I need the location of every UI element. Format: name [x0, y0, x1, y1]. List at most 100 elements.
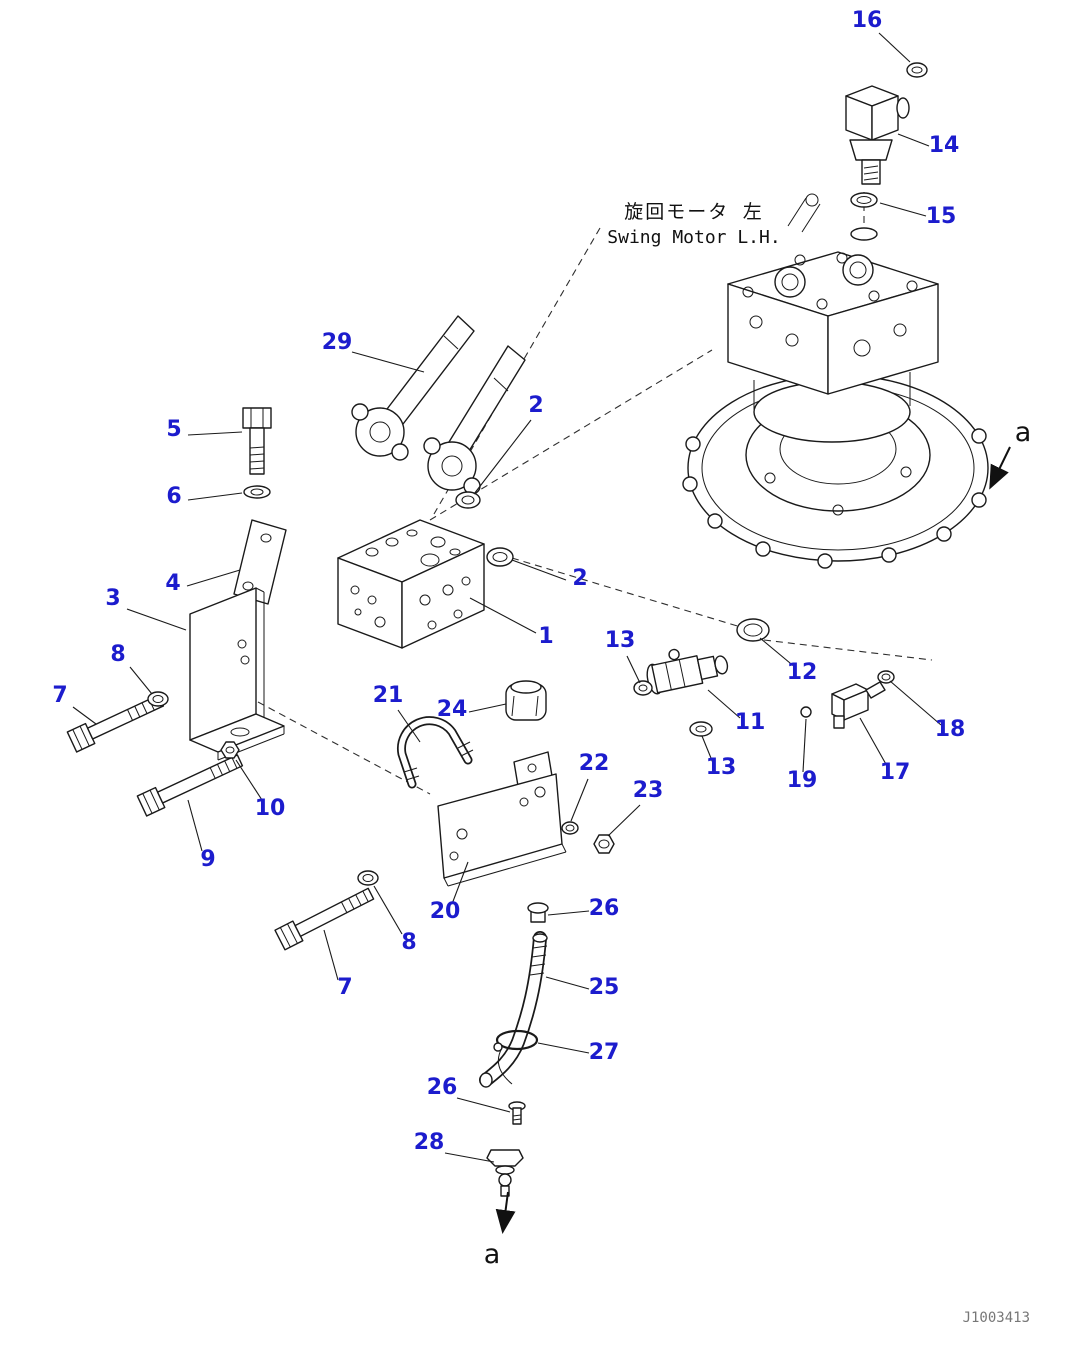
leader-line-2: [511, 559, 567, 581]
leader-line-29: [351, 351, 425, 373]
leader-line-16: [878, 32, 911, 63]
leader-line-27: [537, 1042, 590, 1054]
callout-7[interactable]: 7: [337, 975, 352, 1000]
bolt-9: [136, 754, 244, 817]
callout-25[interactable]: 25: [589, 975, 620, 1000]
callout-12[interactable]: 12: [787, 660, 818, 685]
bracket-3: [189, 587, 285, 761]
o-ring-12: [736, 618, 770, 642]
diagram-title-english: Swing Motor L.H.: [607, 227, 780, 248]
clamp-27: [493, 1029, 539, 1085]
callout-27[interactable]: 27: [589, 1040, 620, 1065]
swing-motor: [682, 193, 989, 569]
leader-line-6: [187, 492, 243, 501]
section-arrow: [495, 1191, 516, 1234]
leader-line-25: [545, 976, 590, 990]
callout-26[interactable]: 26: [427, 1075, 458, 1100]
callout-11[interactable]: 11: [735, 710, 766, 735]
plug-19: [800, 706, 812, 718]
washer-22: [561, 821, 579, 835]
leader-line-20: [451, 861, 469, 905]
nut-23: [593, 834, 615, 854]
leader-line-4: [186, 569, 241, 587]
motor-port-boss: [850, 227, 878, 241]
callout-8[interactable]: 8: [110, 642, 125, 667]
callout-7[interactable]: 7: [52, 683, 67, 708]
screw-26-lower: [508, 1101, 526, 1125]
callout-29[interactable]: 29: [322, 330, 353, 355]
grommet-24: [505, 680, 547, 721]
bracket-20: [437, 751, 567, 887]
callout-13[interactable]: 13: [605, 628, 636, 653]
leader-line-9: [187, 799, 203, 852]
callout-21[interactable]: 21: [373, 683, 404, 708]
fitting-28: [486, 1149, 524, 1197]
o-ring-18: [877, 670, 895, 684]
section-arrow: [989, 446, 1011, 490]
callout-8[interactable]: 8: [401, 930, 416, 955]
callout-19[interactable]: 19: [787, 768, 818, 793]
leader-line-13: [626, 655, 641, 684]
callout-28[interactable]: 28: [414, 1130, 445, 1155]
callout-20[interactable]: 20: [430, 899, 461, 924]
washer-6: [243, 485, 271, 499]
callout-26[interactable]: 26: [589, 896, 620, 921]
callout-24[interactable]: 24: [437, 697, 468, 722]
leader-line-17: [859, 717, 888, 767]
leader-line-8: [129, 666, 153, 695]
callout-22[interactable]: 22: [579, 751, 610, 776]
leader-line-18: [889, 680, 942, 726]
leader-line-7: [72, 706, 97, 725]
leader-line-26: [456, 1097, 511, 1113]
plate-4: [233, 519, 287, 605]
elbow-fitting-14: [845, 85, 910, 185]
leader-line-5: [187, 431, 243, 436]
drawing-number: J1003413: [963, 1310, 1030, 1326]
callout-6[interactable]: 6: [166, 484, 181, 509]
callout-23[interactable]: 23: [633, 778, 664, 803]
fitting-17: [831, 681, 886, 729]
washer-8-upper: [147, 691, 169, 707]
callout-17[interactable]: 17: [880, 760, 911, 785]
leader-line-12: [759, 637, 797, 669]
callout-2[interactable]: 2: [528, 393, 543, 418]
leader-line-2: [473, 419, 532, 495]
washer-8-lower: [357, 870, 379, 886]
section-marker-label: a: [484, 1239, 501, 1270]
nut-10: [220, 741, 240, 759]
leader-line-23: [607, 804, 641, 837]
valve-11: [646, 648, 729, 695]
diagram-title-japanese: 旋回モータ 左: [624, 201, 763, 223]
leader-line-8: [373, 885, 403, 935]
callout-3[interactable]: 3: [105, 586, 120, 611]
callout-16[interactable]: 16: [852, 8, 883, 33]
o-ring-13-right: [689, 721, 713, 737]
leader-line-1: [469, 597, 537, 634]
o-ring-15: [850, 192, 878, 208]
callout-2[interactable]: 2: [572, 566, 587, 591]
leader-line-22: [570, 778, 589, 822]
callout-9[interactable]: 9: [200, 847, 215, 872]
bolt-7-lower: [274, 887, 375, 951]
callout-4[interactable]: 4: [165, 571, 180, 596]
section-markers: aa: [484, 417, 1032, 1270]
cap-bolt-26-upper: [527, 902, 549, 923]
valve-block-1: [337, 519, 485, 649]
plug-16: [906, 62, 928, 78]
callout-10[interactable]: 10: [255, 796, 286, 821]
pipe-25: [479, 931, 548, 1088]
leader-line-14: [897, 133, 930, 147]
leader-line-11: [707, 689, 741, 719]
leader-line-7: [323, 929, 339, 981]
callout-13[interactable]: 13: [706, 755, 737, 780]
callout-15[interactable]: 15: [926, 204, 957, 229]
pipe-assembly-29: [351, 315, 526, 495]
callout-5[interactable]: 5: [166, 417, 181, 442]
callout-14[interactable]: 14: [929, 133, 960, 158]
leader-line-28: [444, 1152, 495, 1163]
callout-1[interactable]: 1: [538, 624, 553, 649]
callout-18[interactable]: 18: [935, 717, 966, 742]
